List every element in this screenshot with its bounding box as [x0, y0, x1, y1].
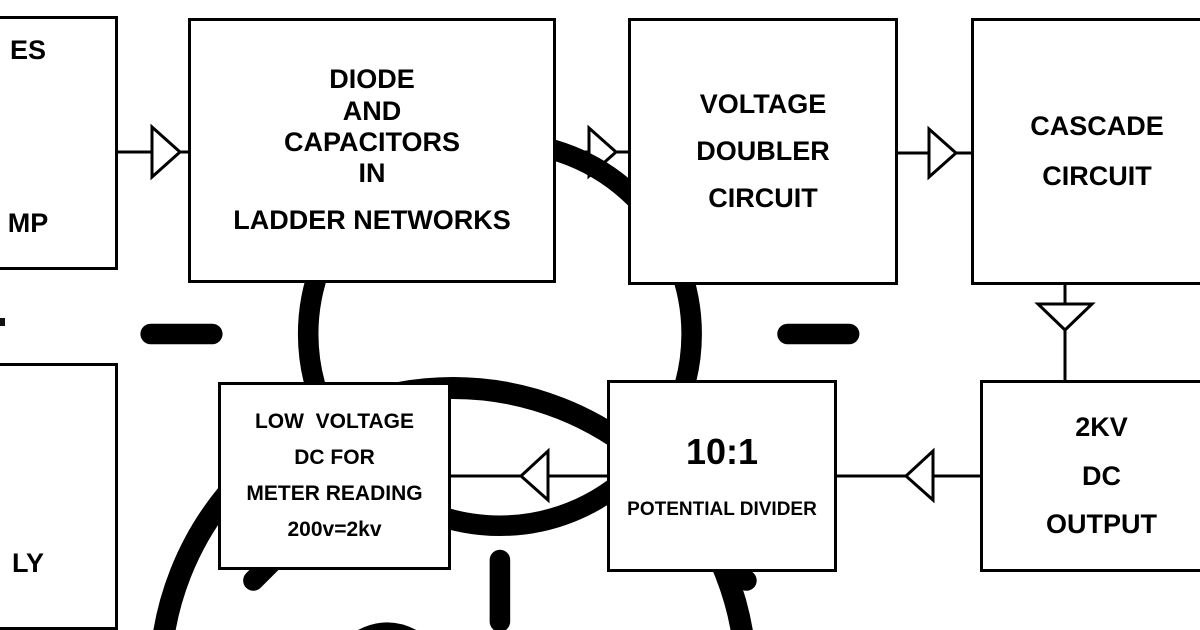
arrowhead-doubler-to-cascade-icon [927, 125, 959, 181]
divider-ratio: 10:1 [685, 431, 759, 473]
source-lamp-label-bottom: MP [7, 207, 49, 238]
doubler-line-2: DOUBLER [696, 135, 830, 166]
ladder-line-5: LADDER NETWORKS [233, 205, 511, 236]
lowvolt-line-1: LOW VOLTAGE [254, 409, 415, 433]
cascade-line-1: CASCADE [1030, 110, 1164, 141]
output-line-3: OUTPUT [1046, 509, 1157, 540]
source-lamp-label-top: ES [9, 35, 47, 65]
lowvolt-line-2: DC FOR [294, 445, 375, 469]
cascade-line-2: CIRCUIT [1042, 160, 1152, 191]
ac-supply-label: LY [11, 547, 45, 578]
output-line-1: 2KV [1075, 412, 1128, 443]
low-voltage-dc-block[interactable]: LOW VOLTAGE DC FOR METER READING 200v=2k… [218, 382, 451, 570]
divider-subtitle: POTENTIAL DIVIDER [627, 499, 817, 521]
ac-supply-block[interactable]: LY [0, 363, 753, 630]
arrowhead-divider-to-lowvolt-icon [518, 447, 550, 504]
doubler-line-1: VOLTAGE [699, 88, 827, 119]
arrowhead-source-to-ladder-icon [150, 123, 183, 181]
arrowhead-output-to-divider-icon [903, 447, 935, 504]
source-lamp-block[interactable]: ES MP [0, 16, 860, 630]
ladder-line-1: DIODE [329, 64, 415, 95]
ladder-line-2: AND [342, 95, 402, 126]
potential-divider-block[interactable]: 10:1 POTENTIAL DIVIDER [607, 380, 837, 572]
lowvolt-line-4: 200v=2kv [287, 518, 382, 542]
output-line-2: DC [1082, 460, 1121, 491]
cascade-circuit-block[interactable]: CASCADE CIRCUIT [971, 18, 1200, 285]
cropped-text-fragment [0, 318, 5, 326]
arrowhead-cascade-to-output-icon [1034, 302, 1096, 333]
ladder-line-3: CAPACITORS [283, 126, 460, 157]
ladder-line-4: IN [358, 158, 386, 189]
doubler-line-3: CIRCUIT [708, 183, 818, 214]
voltage-doubler-block[interactable]: VOLTAGE DOUBLER CIRCUIT [628, 18, 898, 285]
lowvolt-line-3: METER READING [246, 482, 423, 505]
diode-capacitor-ladder-block[interactable]: DIODE AND CAPACITORS IN LADDER NETWORKS [188, 18, 556, 283]
dc-output-block[interactable]: 2KV DC OUTPUT [980, 380, 1200, 572]
